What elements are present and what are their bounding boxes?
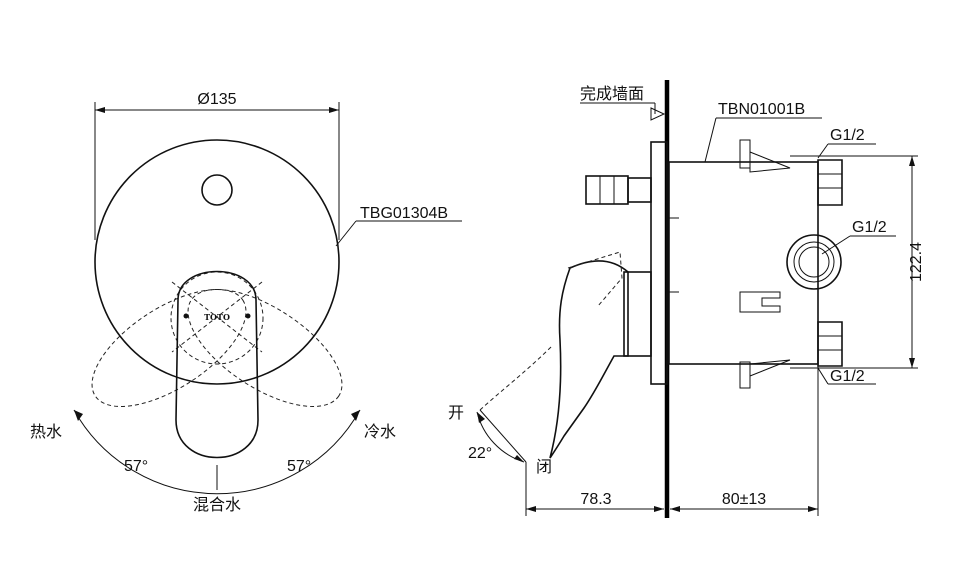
top-connection-label: G1/2	[830, 127, 865, 144]
rotation-arc	[73, 409, 361, 495]
center-port-inner	[798, 246, 830, 278]
valve-body	[668, 161, 819, 365]
rear-depth-arrow-left	[670, 506, 680, 512]
handle-mixed-position	[175, 270, 259, 459]
arc-arrow-left	[74, 410, 83, 421]
valve-body-leader	[704, 117, 717, 163]
angle-arrow-bottom	[514, 455, 524, 462]
center-port-outer	[786, 234, 842, 290]
top-connector	[817, 159, 843, 206]
handle-side-profile	[549, 260, 629, 459]
diameter-arrow-right	[329, 107, 339, 113]
handle-hot-position	[91, 288, 247, 408]
top-bracket-post	[739, 139, 751, 169]
angle-arrow-top	[477, 412, 485, 423]
cover-plate-part-number: TBG01304B	[360, 205, 448, 222]
hub-cross-2	[171, 281, 263, 353]
diverter-knob	[585, 175, 629, 205]
bottom-bracket-post	[739, 361, 751, 389]
rear-depth-label: 80±13	[722, 491, 766, 508]
middle-bracket	[739, 291, 781, 313]
angle-right-label: 57°	[287, 458, 311, 475]
g12-center-leader	[821, 235, 851, 255]
height-arrow-top	[909, 156, 915, 166]
finished-wall-label: 完成墙面	[580, 85, 644, 103]
handle-screw-left	[183, 313, 189, 319]
handle-open-hint	[567, 251, 623, 307]
handle-cold-position	[187, 288, 343, 408]
height-dim-label: 122.4	[908, 242, 925, 282]
close-label: 闭	[536, 458, 552, 476]
bottom-connector	[817, 321, 843, 367]
handle-screw-right	[245, 313, 251, 319]
wall-leader-arrow	[650, 107, 666, 121]
brand-mark: TOTO	[204, 312, 230, 322]
bottom-bracket-wedge	[749, 359, 791, 377]
front-depth-arrow-left	[526, 506, 536, 512]
cover-plate-leader	[335, 220, 357, 247]
diverter-stem	[627, 177, 652, 203]
handle-angle-label: 22°	[468, 445, 492, 462]
escutcheon-side	[650, 141, 668, 385]
handle-hub-dashed	[170, 271, 264, 365]
mixed-water-label: 混合水	[193, 496, 241, 514]
open-label: 开	[448, 405, 464, 422]
valve-body-part-number: TBN01001B	[718, 101, 805, 118]
top-bracket-wedge	[749, 151, 791, 173]
diameter-label: Ø135	[197, 91, 236, 108]
front-view: Ø135 TBG01304B TOTO 热水 冷水 57° 57° 混合水	[30, 91, 462, 514]
g12-bottom-leader	[817, 367, 829, 385]
hot-water-label: 热水	[30, 423, 62, 441]
front-depth-arrow-right	[654, 506, 664, 512]
center-connection-label: G1/2	[852, 219, 887, 236]
front-depth-label: 78.3	[580, 491, 611, 508]
cover-plate	[94, 139, 340, 385]
center-port-middle	[793, 241, 835, 283]
open-swing-dashed	[479, 345, 553, 411]
height-arrow-bottom	[909, 358, 915, 368]
cold-water-label: 冷水	[364, 423, 396, 441]
diverter-hole	[201, 174, 233, 206]
side-view: 完成墙面	[448, 80, 925, 518]
arc-arrow-right	[351, 410, 360, 421]
rear-depth-arrow-right	[808, 506, 818, 512]
handle-angle-edge	[479, 409, 527, 463]
bottom-connection-label: G1/2	[830, 368, 865, 385]
diameter-arrow-left	[95, 107, 105, 113]
angle-left-label: 57°	[124, 458, 148, 475]
handle-hub-side	[623, 271, 652, 357]
